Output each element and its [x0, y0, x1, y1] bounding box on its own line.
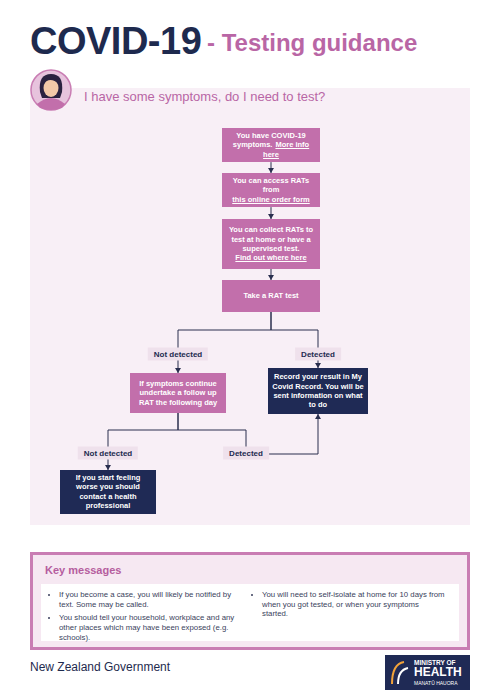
box-text-line: Take a RAT test [243, 291, 298, 300]
connector-line [178, 312, 271, 373]
ministry-logo-box [385, 655, 470, 690]
arrow-head [315, 414, 321, 419]
edge-label: Not detected [78, 447, 138, 460]
connector-arrow [268, 207, 274, 219]
background-panel [30, 88, 470, 525]
government-name: New Zealand Government [30, 661, 170, 674]
box-text-line: If you start feeling worse you should co… [76, 473, 141, 510]
bullet-list: If you become a case, you will likely be… [47, 590, 250, 641]
box-text: If you start feeling worse you should co… [64, 473, 152, 511]
process-box: If symptoms continue undertake a follow … [130, 373, 226, 413]
box-text: Record your result in My Covid Record. Y… [272, 372, 364, 410]
process-box: Take a RAT test [222, 280, 320, 312]
box-text-line: You can access RATs from [233, 176, 309, 194]
ministry-name: HEALTH [414, 666, 462, 679]
page-title: COVID-19 [30, 20, 201, 63]
link-text: this online order form [226, 195, 316, 204]
panel-body: If you become a case, you will likely be… [41, 584, 459, 641]
avatar-circle [31, 70, 71, 110]
spacer [30, 540, 470, 543]
bullet-list: You will need to self-isolate at home fo… [250, 590, 453, 641]
box-text: You can collect RATs to test at home or … [226, 225, 316, 263]
box-text-line: If symptoms continue undertake a follow … [139, 379, 217, 407]
key-messages-panel: Key messages If you become a case, you wi… [30, 552, 470, 650]
avatar-face [44, 79, 59, 97]
avatar-icon [31, 70, 71, 110]
edge-label: Detected [223, 447, 269, 460]
edge-label: Not detected [148, 348, 208, 361]
box-text: You have COVID-19 symptoms.More info her… [226, 131, 316, 159]
logo-stroke [398, 668, 408, 684]
bullet-text: You should tell your household, workplac… [59, 613, 242, 642]
connector-line [271, 269, 272, 280]
result-box: If you start feeling worse you should co… [60, 470, 156, 514]
link-text: Find out where here [226, 253, 316, 262]
ministry-logo-mark [392, 662, 408, 684]
result-box: Record your result in My Covid Record. Y… [268, 368, 368, 414]
connector-line [108, 413, 178, 470]
process-box: You can access RATs fromthis online orde… [222, 173, 320, 207]
avatar-hair [40, 74, 63, 98]
connector-line [271, 162, 272, 173]
edge-label: Detected [295, 348, 341, 361]
box-text-line: Record your result in My Covid Record. Y… [272, 372, 363, 409]
box-text-line: You can collect RATs to test at home or … [229, 225, 313, 253]
box-text: Take a RAT test [243, 291, 298, 300]
box-text: If symptoms continue undertake a follow … [134, 379, 222, 407]
connector-arrow [268, 269, 274, 280]
ministry-maori-name: MANATŪ HAUORA [414, 681, 458, 687]
connector-arrow [175, 312, 271, 373]
connector-arrow [105, 413, 178, 470]
box-text: You can access RATs fromthis online orde… [226, 176, 316, 204]
subtitle: - Testing guidance [207, 30, 417, 56]
avatar-body [37, 98, 65, 110]
process-box: You have COVID-19 symptoms.More info her… [222, 128, 320, 162]
question-text: I have some symptoms, do I need to test? [84, 90, 325, 104]
connector-line [271, 207, 272, 219]
panel-heading: Key messages [45, 564, 121, 576]
bullet-text: You will need to self-isolate at home fo… [262, 590, 445, 619]
bullet-text: If you become a case, you will likely be… [59, 590, 242, 609]
avatar-fringe [43, 78, 59, 84]
connector-arrow [268, 162, 274, 173]
process-box: You can collect RATs to test at home or … [222, 219, 320, 269]
